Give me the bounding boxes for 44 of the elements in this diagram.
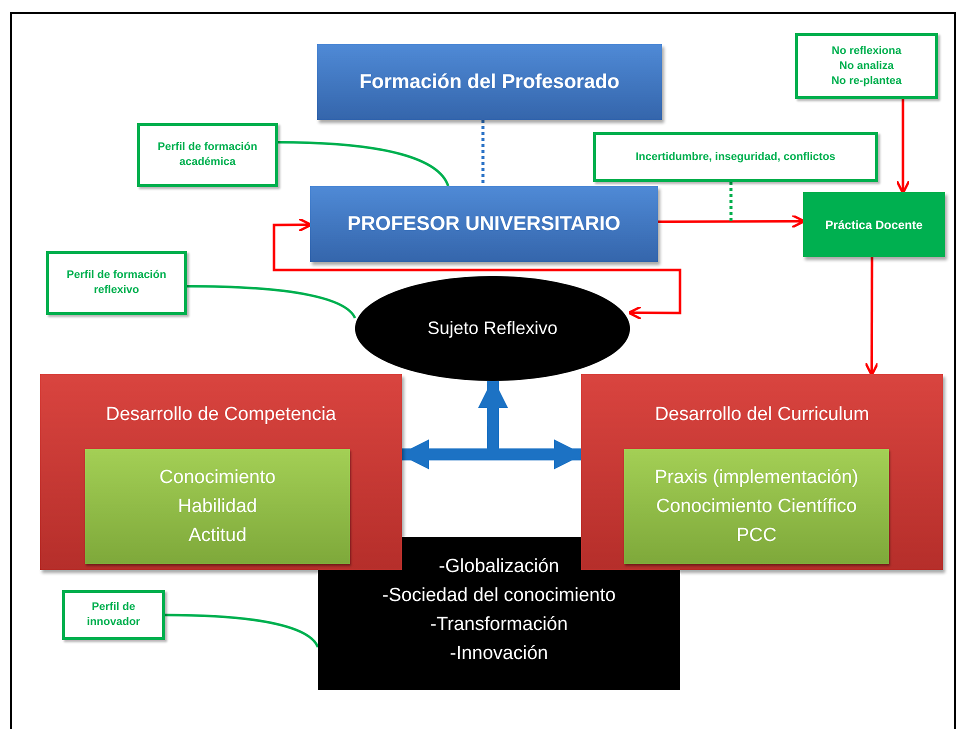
box-label: Perfil de formación académica	[156, 140, 258, 170]
section-panel	[40, 374, 402, 570]
box-label: Conocimiento	[159, 466, 276, 490]
dotted-connector	[729, 182, 732, 222]
box-label: PCC	[736, 524, 777, 548]
note-box	[46, 251, 187, 315]
box-label: -Innovación	[450, 642, 548, 666]
box-label: Habilidad	[178, 495, 258, 519]
box-label: Perfil de innovador	[86, 600, 142, 630]
dotted-connector	[481, 120, 484, 186]
box-label: Formación del Profesorado	[359, 70, 620, 95]
box-label: Conocimiento Científico	[656, 495, 857, 519]
panel-heading: Desarrollo del Curriculum	[654, 403, 870, 427]
arrow	[896, 99, 910, 194]
box-label: -Sociedad del conocimiento	[382, 584, 616, 608]
leader-line	[186, 284, 356, 319]
arrow	[658, 214, 806, 228]
process-box	[803, 192, 945, 257]
note-box	[62, 590, 165, 640]
process-box	[317, 44, 662, 120]
content-box	[85, 449, 350, 564]
box-label: -Globalización	[438, 555, 560, 579]
box-label: Praxis (implementación)	[654, 466, 858, 490]
box-label: Actitud	[188, 524, 247, 548]
section-panel	[581, 374, 943, 570]
panel-heading: Desarrollo de Competencia	[104, 403, 338, 427]
leader-line	[278, 140, 450, 187]
box-label: Práctica Docente	[825, 216, 923, 234]
box-label: No reflexiona	[832, 44, 902, 58]
box-label: Sujeto Reflexivo	[427, 317, 558, 340]
box-label: PROFESOR UNIVERSITARIO	[348, 212, 620, 237]
arrow	[864, 257, 879, 376]
box-label: No analiza	[839, 58, 894, 74]
box-label: Perfil de formación reflexivo	[66, 268, 168, 298]
content-box	[624, 449, 889, 564]
process-box	[310, 186, 658, 262]
note-box	[593, 132, 878, 182]
box-label: No re-plantea	[831, 74, 902, 88]
box-label: -Transformación	[430, 613, 568, 637]
leader-line	[164, 614, 320, 648]
arrow	[272, 218, 682, 320]
box-label: Incertidumbre, inseguridad, conflictos	[636, 150, 836, 164]
note-box	[137, 123, 278, 187]
note-box	[795, 33, 938, 99]
